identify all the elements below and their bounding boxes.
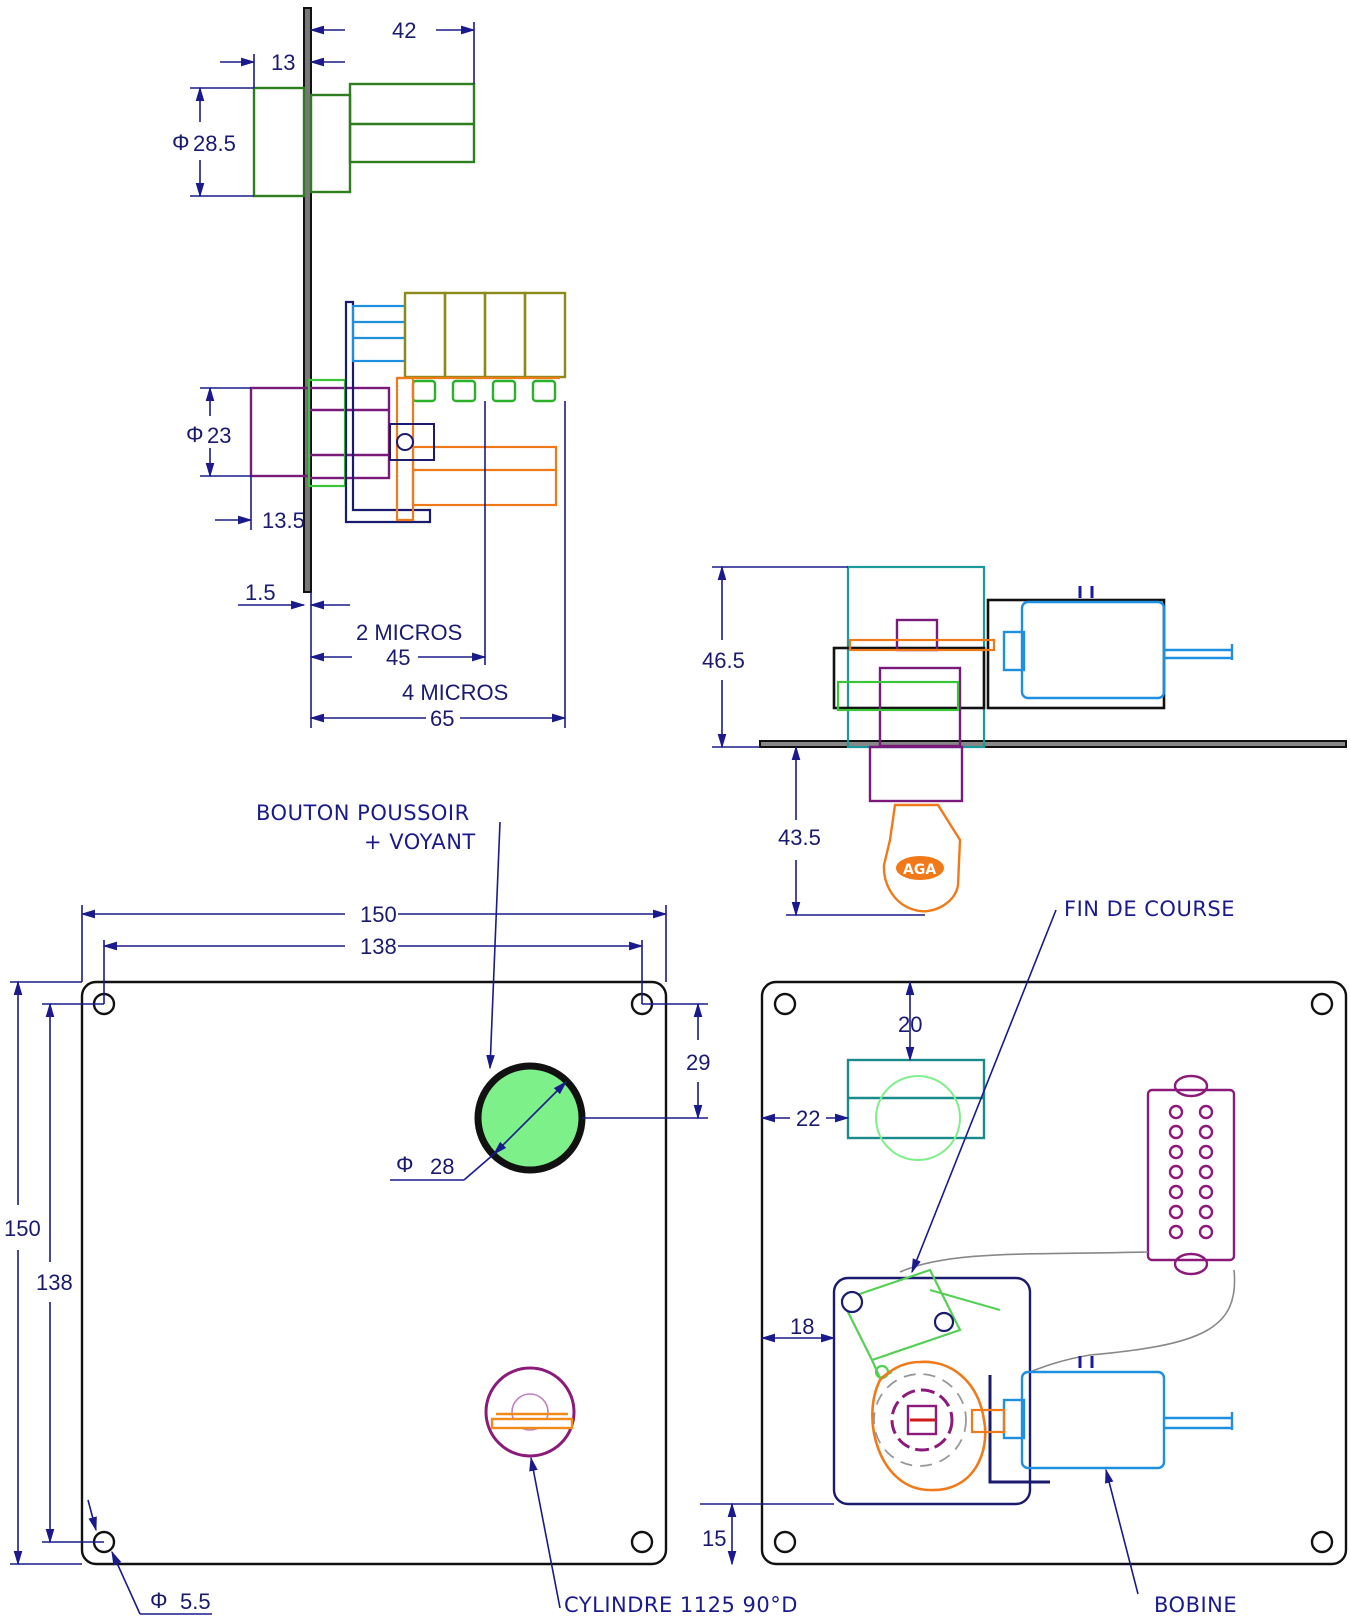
front-plate bbox=[80, 980, 668, 1566]
dim-138-width: 138 bbox=[360, 934, 397, 959]
cam-hub bbox=[389, 423, 435, 461]
label-cylinder: CYLINDRE 1125 90°D bbox=[564, 1593, 798, 1617]
dim-13-5: 13.5 bbox=[262, 508, 305, 533]
cam-back bbox=[871, 1360, 987, 1492]
diameter-symbol: Φ bbox=[150, 1588, 168, 1613]
wire-1 bbox=[899, 1251, 1149, 1273]
dim-138-height: 138 bbox=[36, 1270, 73, 1295]
plate-section bbox=[303, 7, 312, 593]
key-brand: AGA bbox=[903, 862, 936, 878]
dim-43-5: 43.5 bbox=[778, 825, 821, 850]
switch-pivot bbox=[840, 1290, 864, 1314]
dim-150-width: 150 bbox=[360, 902, 397, 927]
front-dimension-lines bbox=[10, 821, 708, 1615]
mounting-holes-back bbox=[773, 992, 1334, 1554]
dim-28-5: 28.5 bbox=[193, 131, 236, 156]
cylinder-side bbox=[249, 386, 391, 480]
side-view: 42 13 Φ 28.5 Φ 23 13.5 1.5 2 MICROS 45 4… bbox=[172, 7, 567, 731]
push-button-block bbox=[846, 1058, 986, 1161]
key-icon: AGA bbox=[882, 803, 962, 913]
dim-29: 29 bbox=[686, 1050, 710, 1075]
push-button-side bbox=[252, 82, 476, 198]
bracket-top bbox=[832, 598, 1166, 710]
label-push-button: BOUTON POUSSOIR bbox=[256, 801, 470, 825]
top-dimension-lines bbox=[712, 565, 925, 917]
dim-1-5: 1.5 bbox=[245, 580, 276, 605]
coil-top bbox=[1002, 600, 1234, 700]
terminal-block bbox=[1146, 1074, 1236, 1276]
label-push-button-light: + VOYANT bbox=[364, 830, 476, 854]
switch-pivot bbox=[933, 1311, 955, 1333]
diameter-symbol: Φ bbox=[396, 1152, 414, 1177]
housing-outline bbox=[846, 565, 986, 749]
side-dimension-lines bbox=[190, 22, 567, 728]
dim-18: 18 bbox=[790, 1314, 814, 1339]
lock-nut-side bbox=[307, 378, 347, 488]
plate-edge bbox=[759, 740, 1347, 748]
top-view: AGA 46.5 43.5 bbox=[702, 565, 1347, 917]
back-dimension-lines bbox=[700, 909, 1139, 1595]
label-4-micros: 4 MICROS bbox=[402, 680, 508, 705]
dim-45: 45 bbox=[386, 645, 410, 670]
cam-sweep bbox=[873, 1373, 967, 1467]
back-plate bbox=[760, 980, 1348, 1566]
diameter-symbol: Φ bbox=[186, 422, 204, 447]
mechanism-plate bbox=[832, 1276, 1032, 1506]
label-limit-switch: FIN DE COURSE bbox=[1064, 897, 1235, 921]
dim-23: 23 bbox=[207, 423, 231, 448]
micro-switch-head bbox=[351, 304, 407, 363]
cylinder-front bbox=[484, 1366, 576, 1458]
dim-42: 42 bbox=[392, 18, 416, 43]
label-2-micros: 2 MICROS bbox=[356, 620, 462, 645]
cylinder-back bbox=[890, 1388, 954, 1452]
wire-2 bbox=[1029, 1269, 1236, 1373]
dim-65: 65 bbox=[430, 706, 454, 731]
diameter-symbol: Φ bbox=[172, 130, 190, 155]
lock-nut-top bbox=[836, 680, 960, 712]
micro-switches bbox=[403, 291, 567, 379]
dim-28: 28 bbox=[430, 1154, 454, 1179]
mounting-holes-front bbox=[92, 992, 654, 1554]
back-view: 20 22 18 15 FIN DE COURSE BOBINE bbox=[700, 897, 1348, 1617]
coil-back bbox=[970, 1356, 1234, 1484]
dim-20: 20 bbox=[898, 1012, 922, 1037]
dim-5-5: 5.5 bbox=[180, 1589, 211, 1614]
cam-side bbox=[395, 376, 560, 522]
cam-top bbox=[848, 638, 996, 652]
front-view: 150 138 150 138 29 Φ 28 Φ 5.5 BOUTON POU… bbox=[4, 801, 798, 1617]
dim-13: 13 bbox=[271, 50, 295, 75]
bracket-side bbox=[344, 300, 432, 524]
dim-46-5: 46.5 bbox=[702, 648, 745, 673]
label-coil: BOBINE bbox=[1154, 1593, 1237, 1617]
micro-terminals bbox=[411, 379, 557, 403]
dim-22: 22 bbox=[796, 1106, 820, 1131]
dim-150-height: 150 bbox=[4, 1216, 41, 1241]
dim-15: 15 bbox=[702, 1526, 726, 1551]
